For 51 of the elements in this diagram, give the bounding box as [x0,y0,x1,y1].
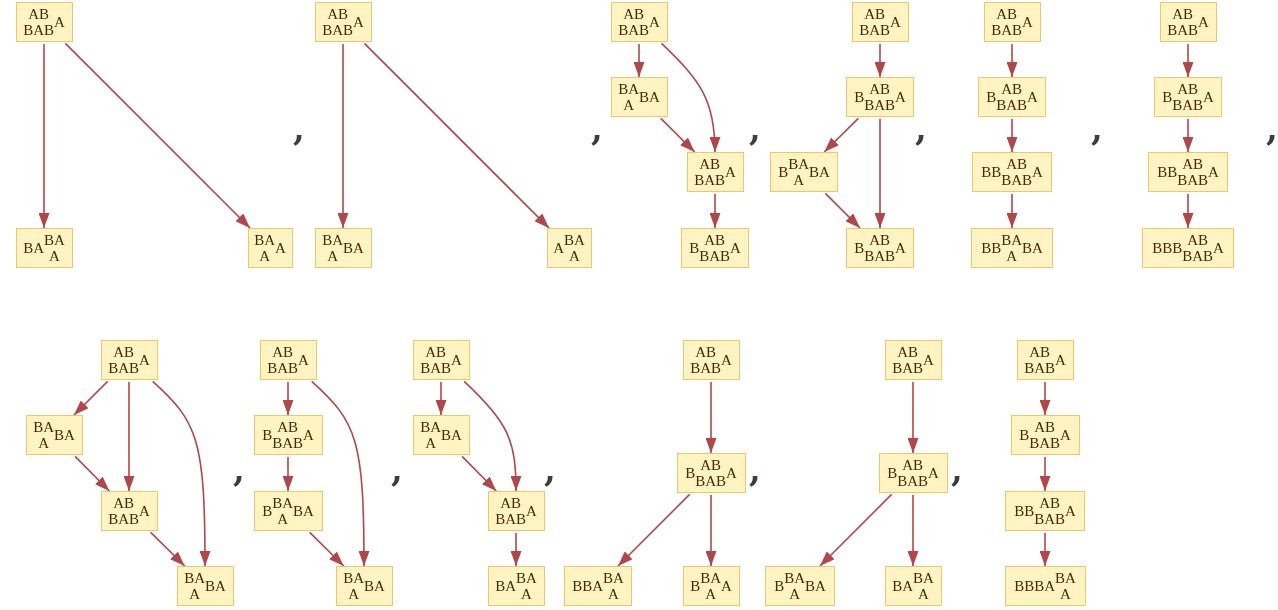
comma: , [591,107,603,150]
arrow [461,455,498,492]
arrow [38,43,50,229]
arrow [874,43,886,78]
comma: , [1266,107,1278,150]
arrow [435,381,447,416]
comma: , [951,448,963,491]
arrow [1006,43,1018,78]
arrow [907,494,919,567]
arrow [1006,193,1018,229]
comma: , [749,448,761,491]
arrow [824,192,861,229]
arrow [823,117,860,153]
arrow [660,42,721,153]
comma: , [749,107,761,150]
arrow [709,193,721,229]
arrow [337,43,349,229]
arrow [151,380,211,567]
arrow [705,494,717,567]
arrow [617,493,691,567]
comma: , [293,107,305,150]
arrow [64,42,251,229]
arrow [74,455,111,492]
arrow [1039,532,1051,567]
arrow [874,118,886,229]
arrow [1039,381,1051,416]
arrow [463,380,522,492]
arrow [1039,456,1051,492]
arrow [310,380,370,567]
arrow [510,532,522,567]
comma: , [544,448,556,491]
arrow [282,456,294,492]
arrow [633,43,645,78]
arrow [1006,118,1018,153]
arrow [282,381,294,416]
arrow [705,381,717,454]
arrow [308,531,345,567]
arrow [907,381,919,454]
arrow [819,493,893,567]
comma: , [1091,107,1103,150]
comma: , [233,448,245,491]
arrow [149,531,186,567]
arrow [123,381,135,492]
arrow [1182,193,1194,229]
comma: , [391,448,403,491]
arrow [73,380,109,416]
arrow [1182,43,1194,78]
arrow [1182,118,1194,153]
comma: , [915,107,927,150]
arrow [363,42,550,229]
arrow [659,117,696,153]
